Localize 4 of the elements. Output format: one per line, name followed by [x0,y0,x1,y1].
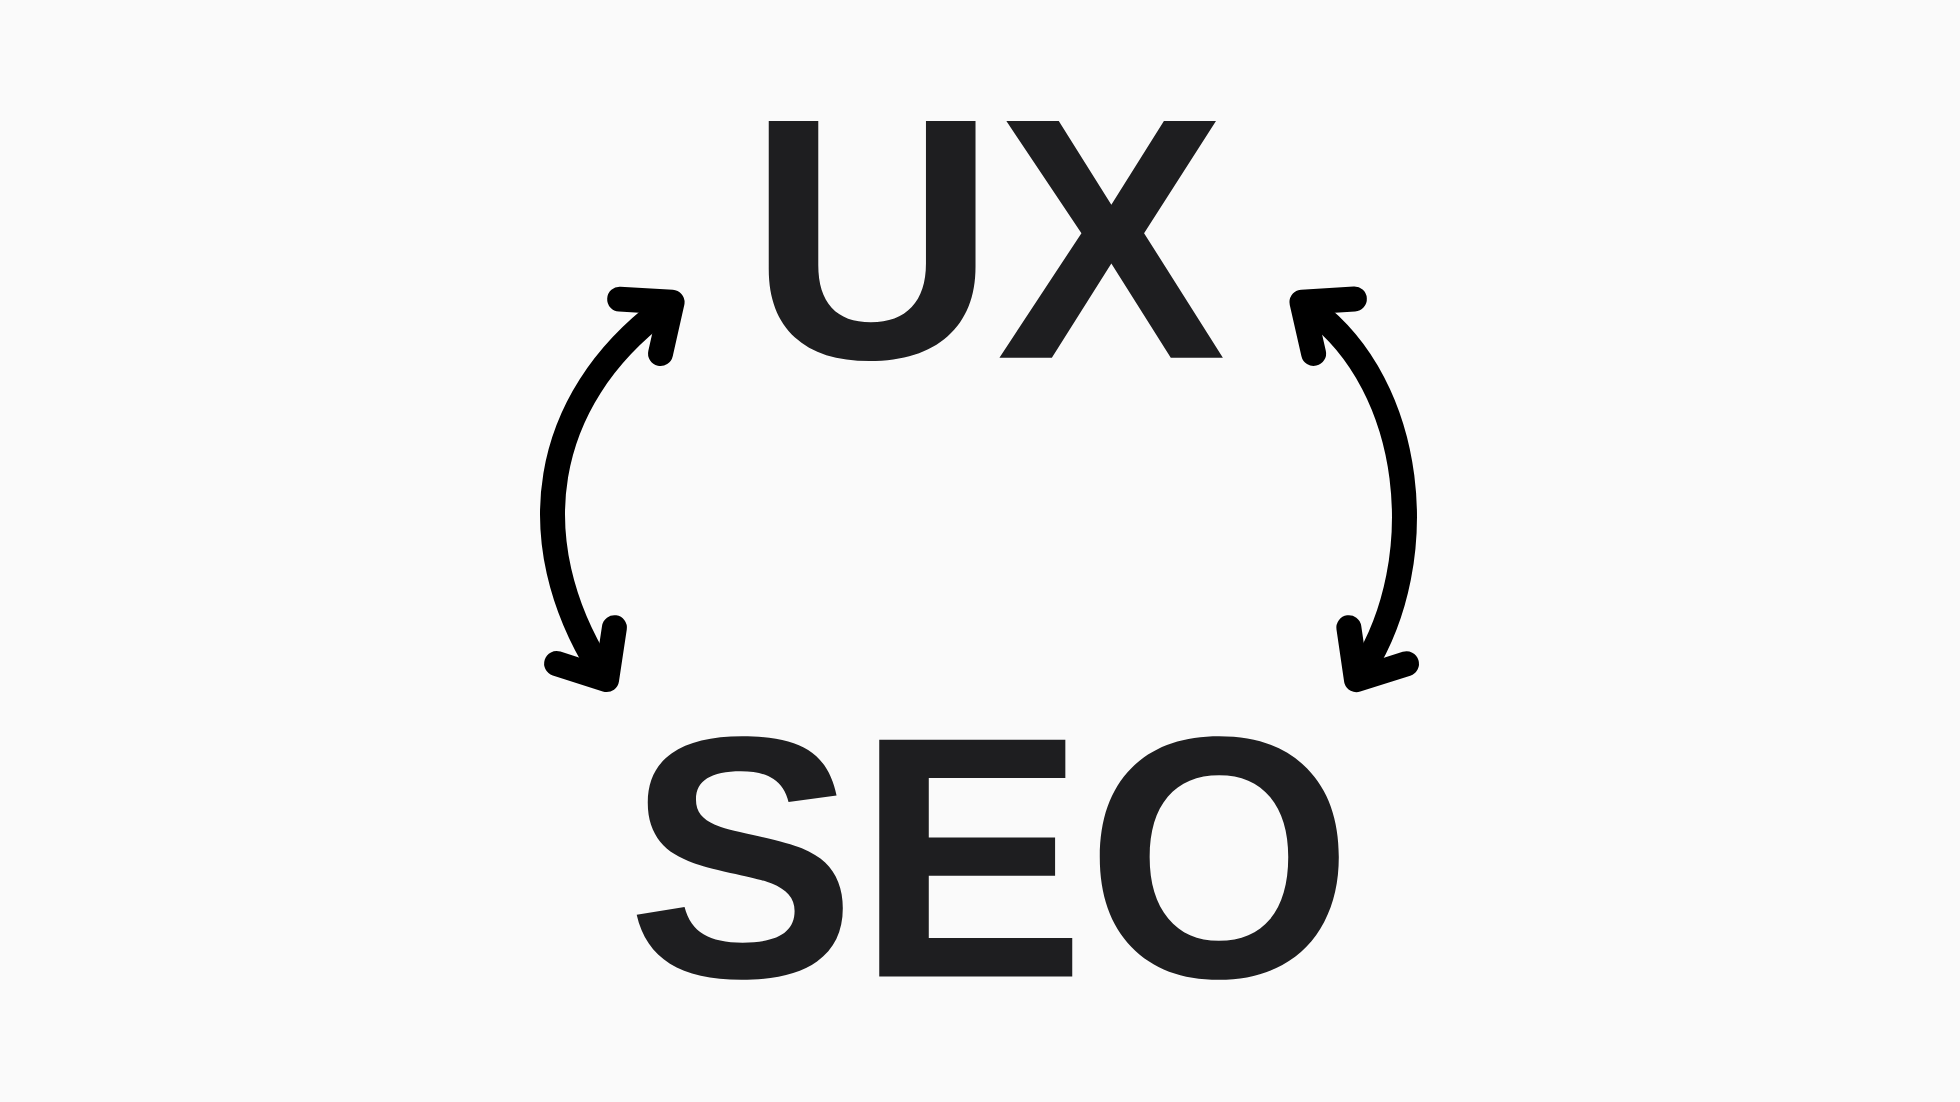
title-word: SEO [636,736,1339,980]
curved-arrow [540,286,685,693]
curved-arrow [1289,286,1419,693]
title-word: UX [768,121,1223,361]
